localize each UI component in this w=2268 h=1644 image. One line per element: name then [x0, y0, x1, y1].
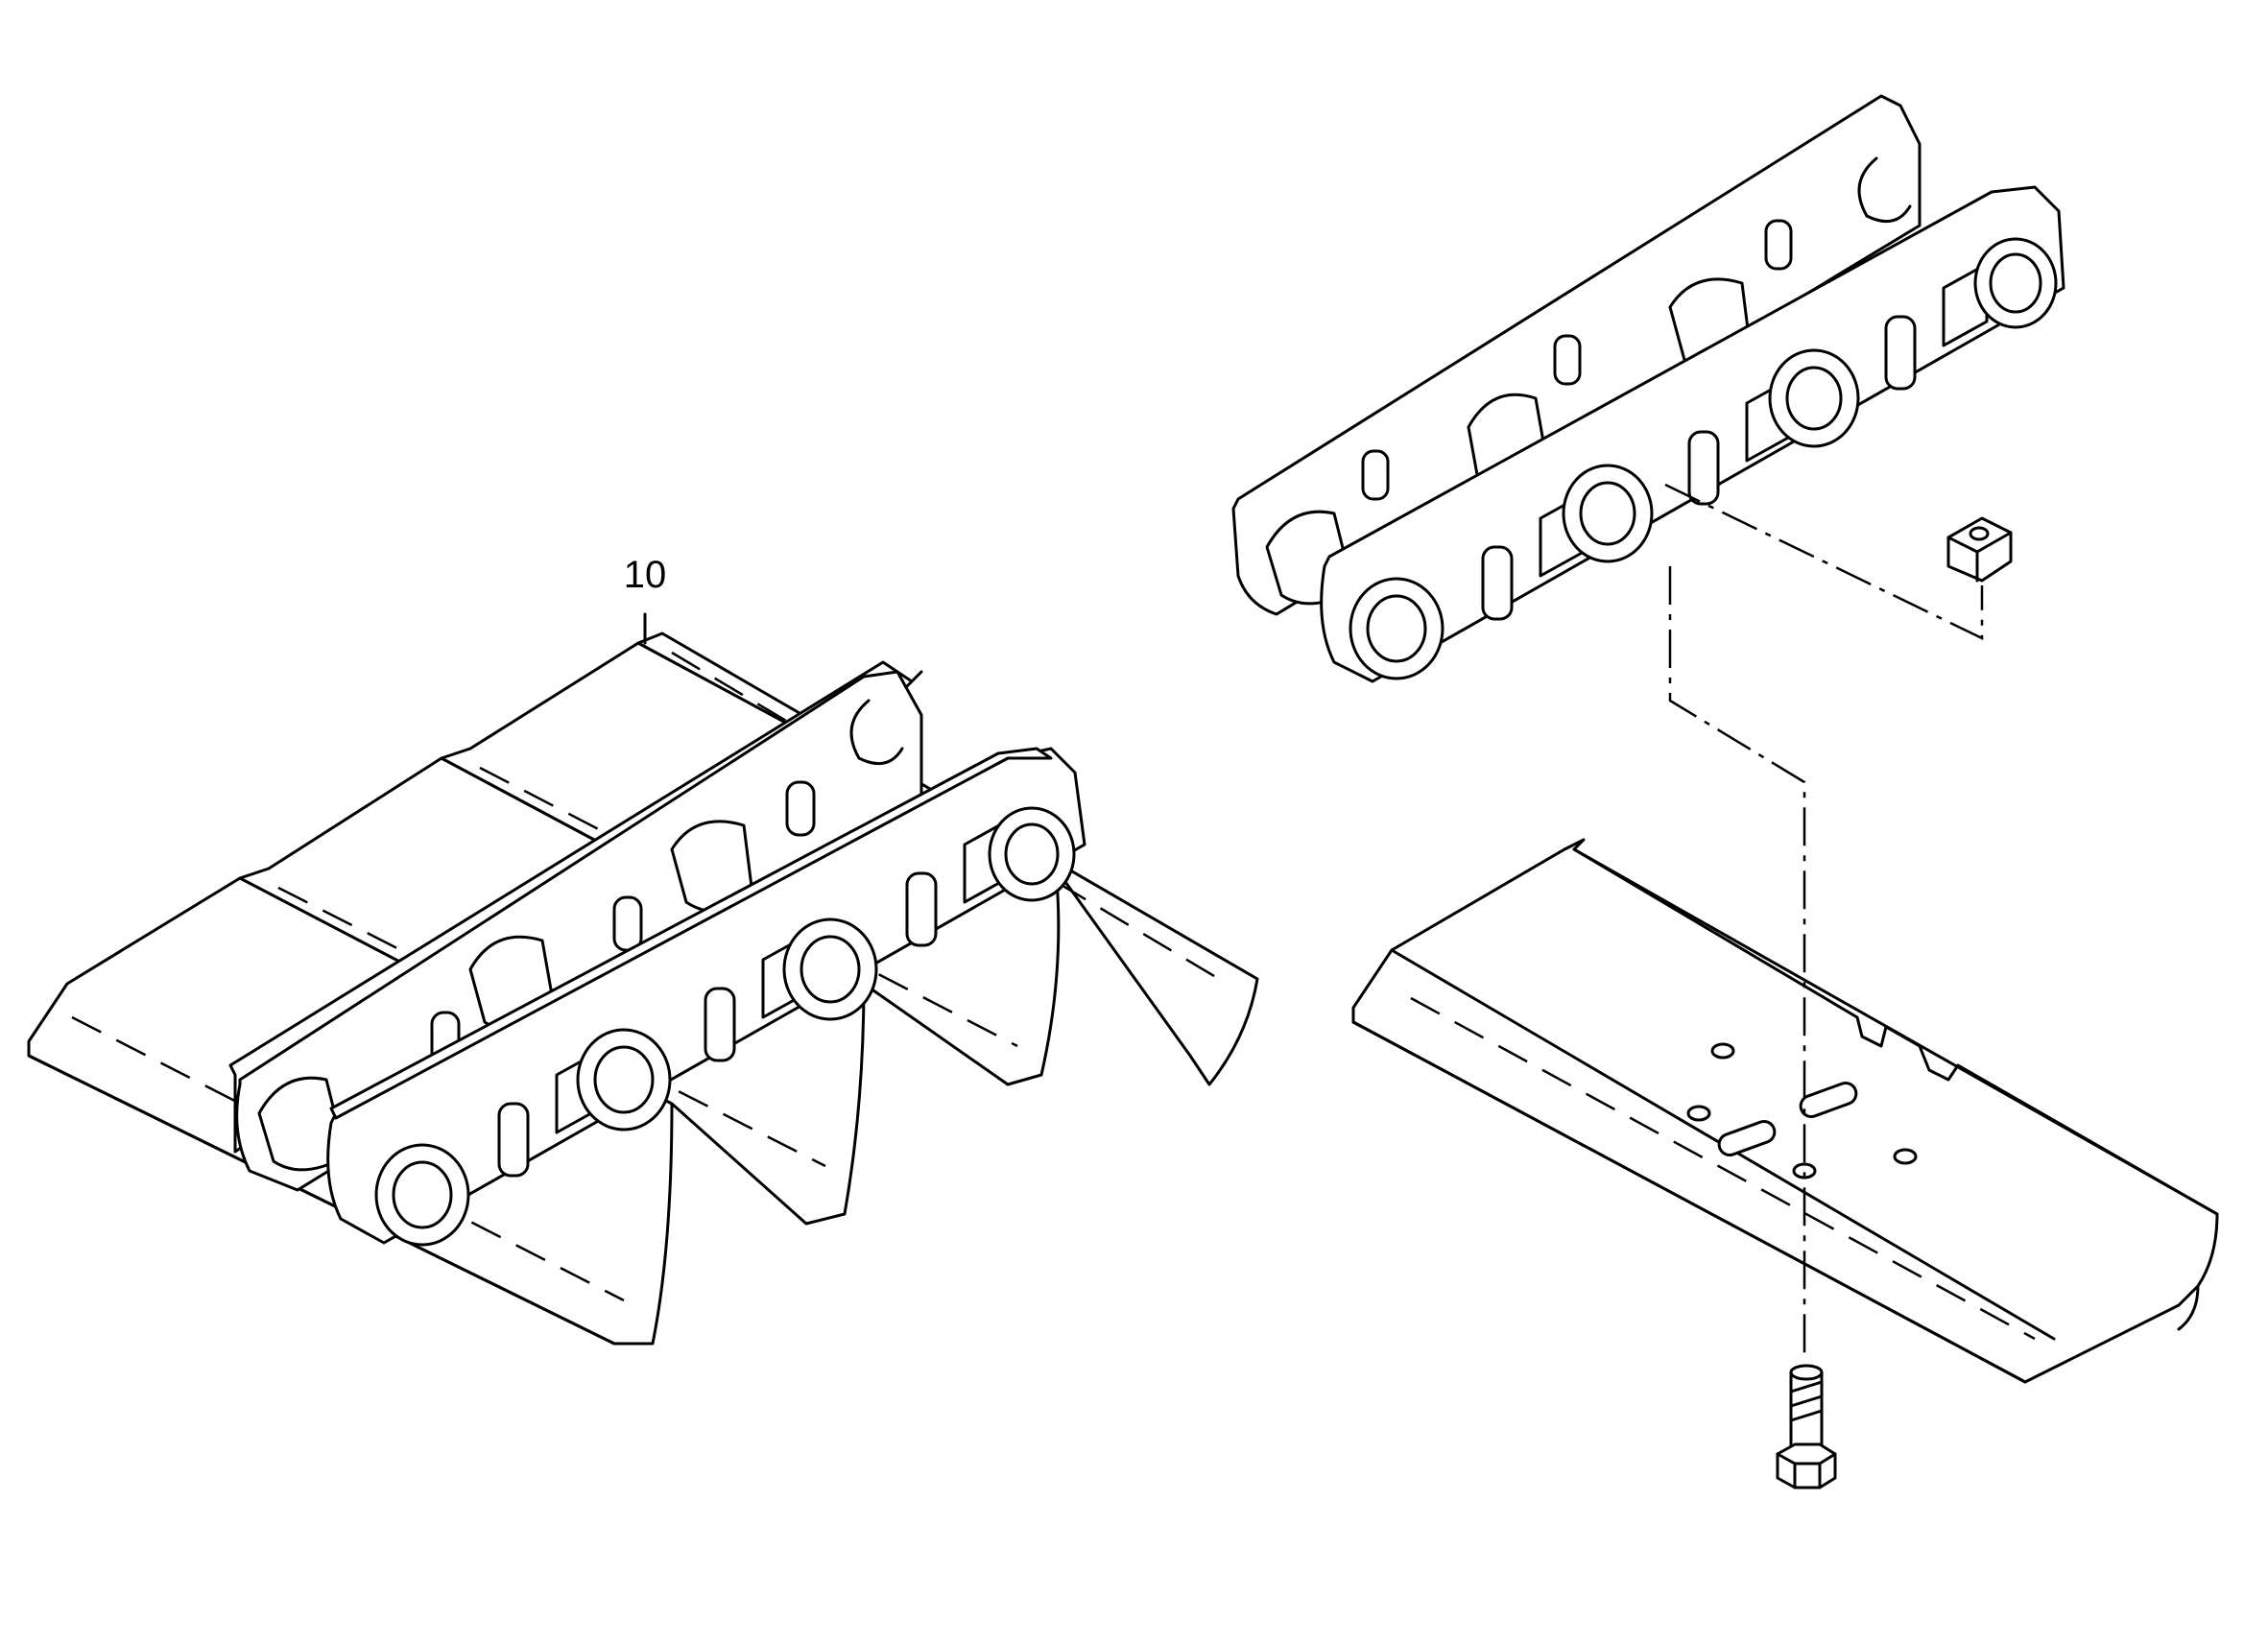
track-pin	[782, 917, 878, 1021]
track-pin	[576, 1028, 672, 1132]
track-pin	[374, 1143, 470, 1247]
track-assembly: 10	[27, 554, 1259, 1346]
track-nut	[1946, 516, 2013, 583]
callout-label: 10	[624, 554, 667, 596]
track-pin	[1349, 577, 1444, 680]
track-shoe	[1351, 838, 2219, 1384]
track-link-rail-inner	[326, 747, 1086, 1247]
track-pin	[1768, 348, 1860, 448]
track-chain	[1231, 94, 2065, 683]
track-pin	[1562, 464, 1654, 563]
exploded-view	[1231, 94, 2219, 1489]
track-pin	[1973, 237, 2058, 329]
assembly-centerlines	[1664, 483, 1984, 1353]
track-link-rail-outer	[228, 660, 923, 1192]
track-pin	[988, 806, 1076, 902]
bolt-hole	[1686, 1042, 1918, 1179]
track-bolt	[1776, 1364, 1837, 1489]
